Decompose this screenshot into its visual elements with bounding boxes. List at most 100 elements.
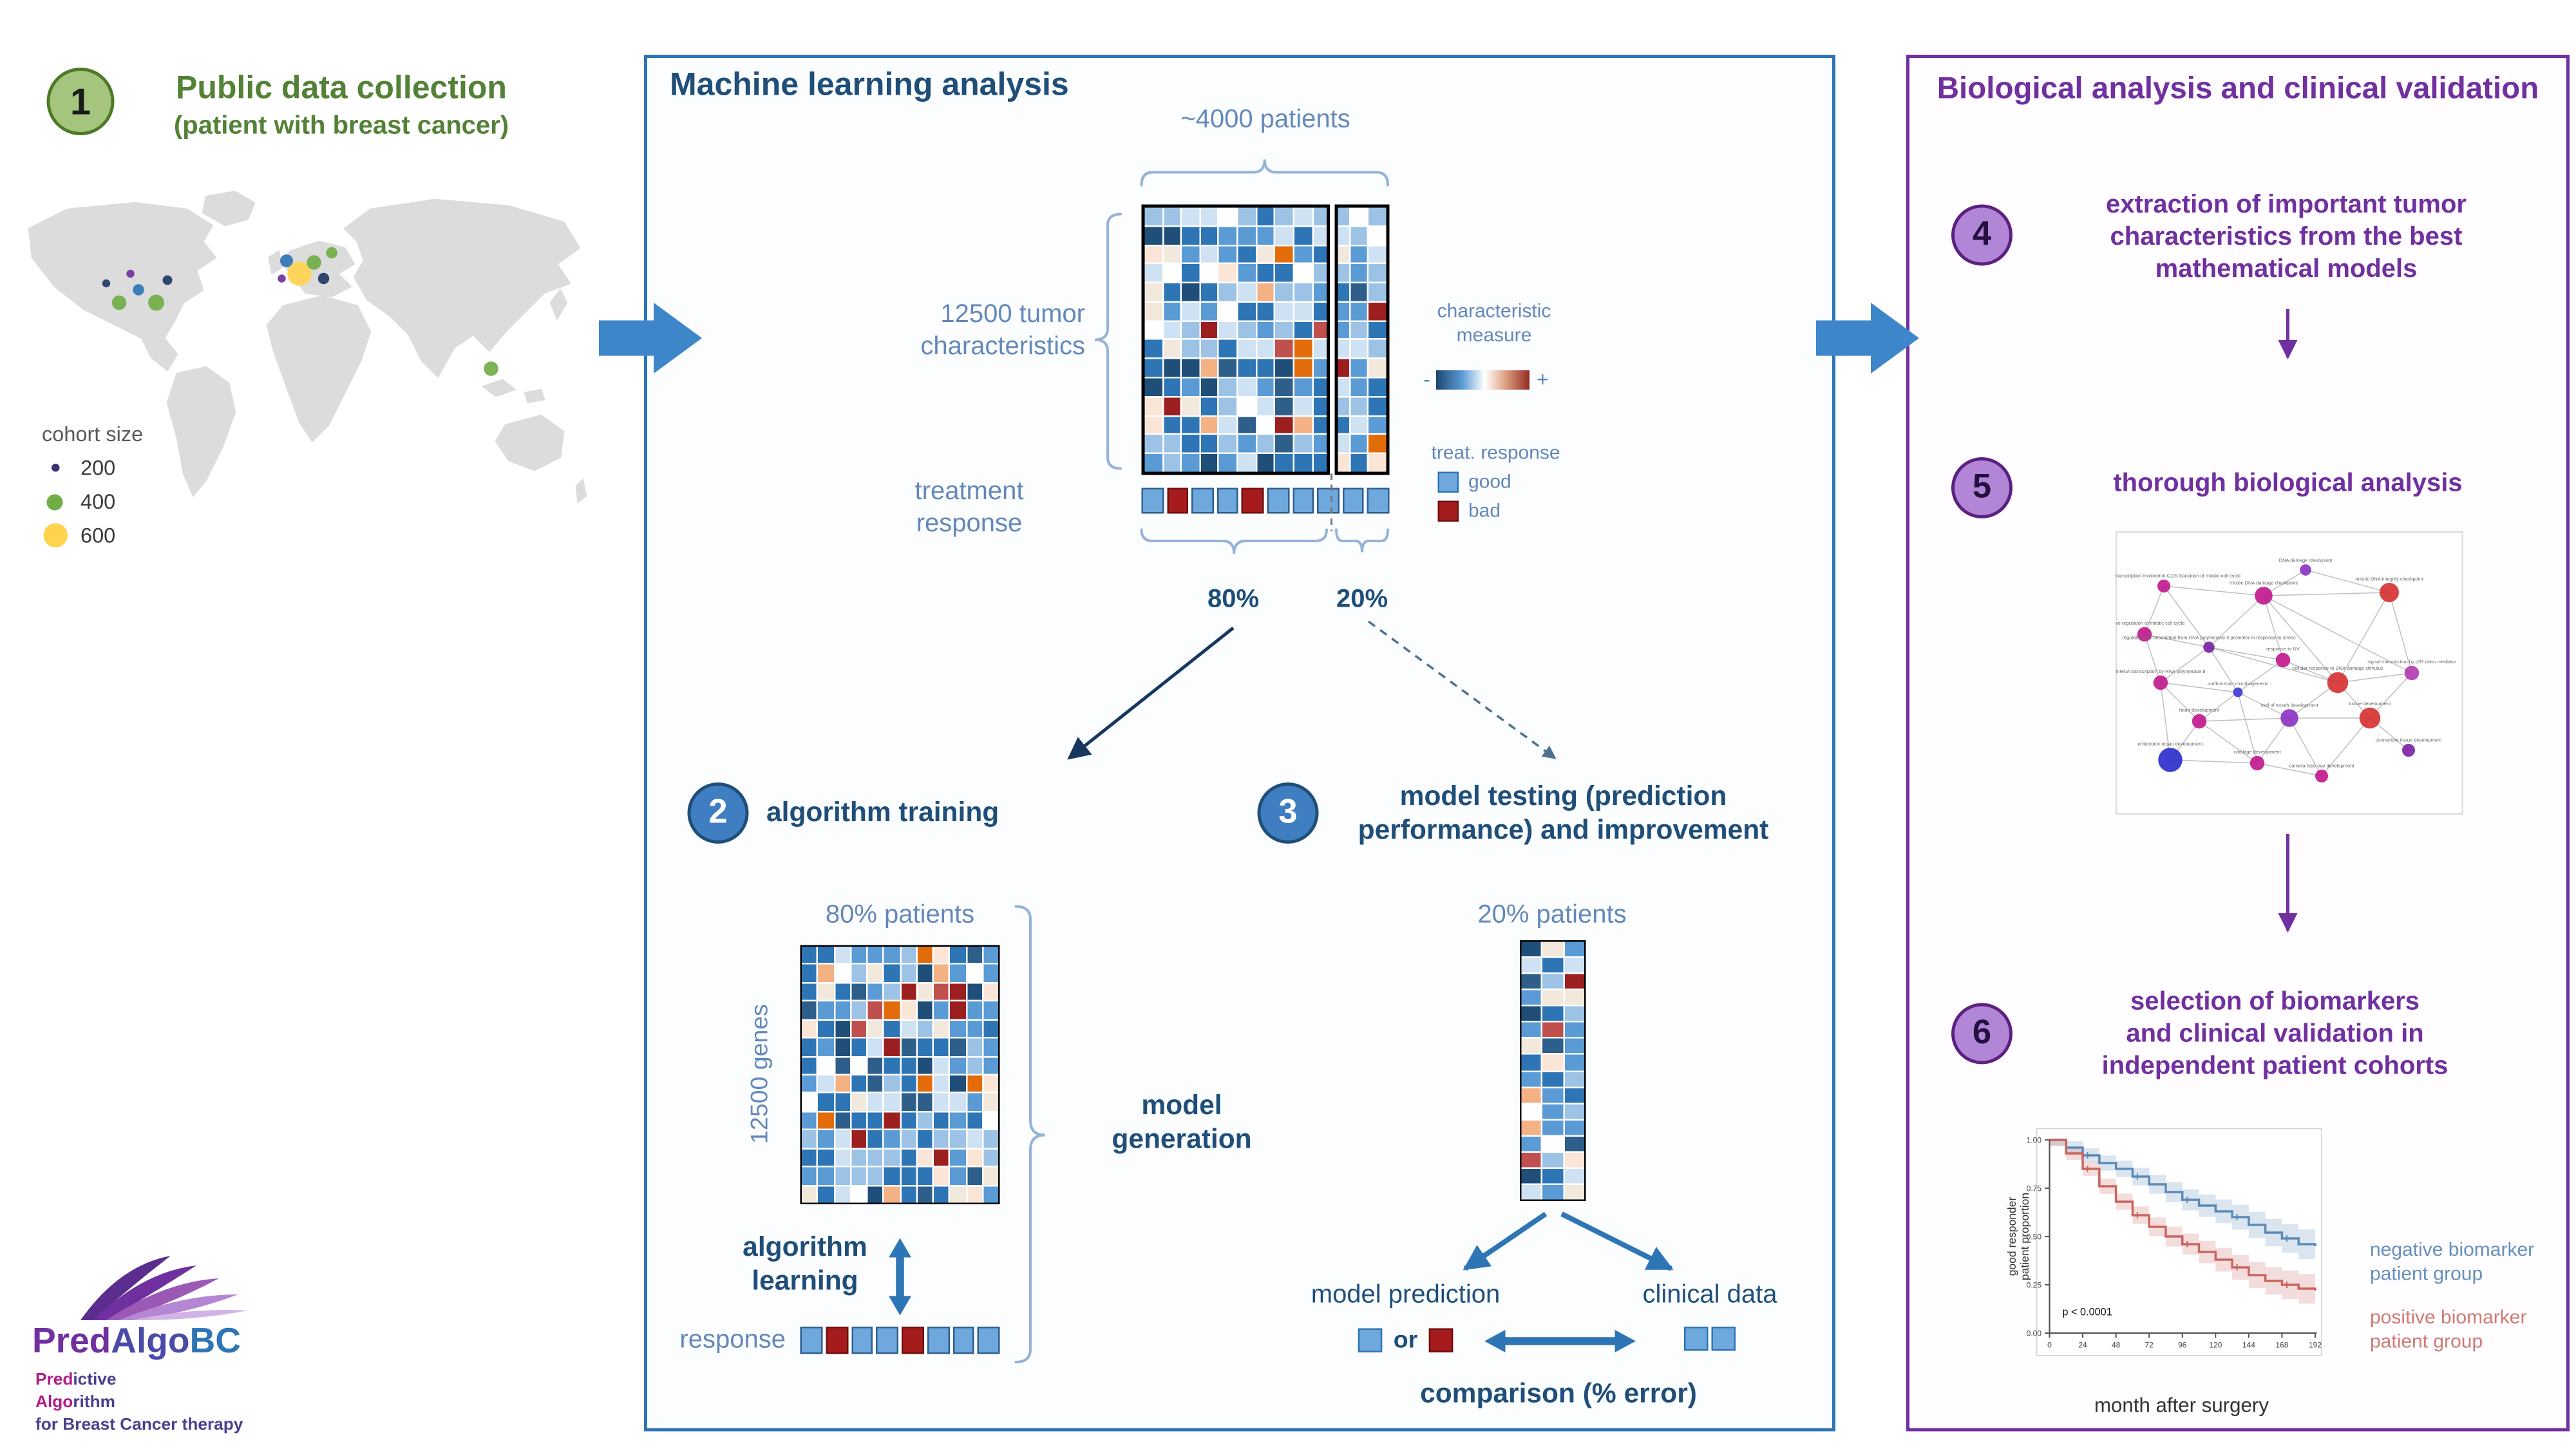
heatmap-cell (983, 983, 998, 1001)
response-cell-good (876, 1327, 898, 1354)
heatmap-cell (1542, 1039, 1563, 1054)
cohort-location-dot (317, 272, 330, 285)
heatmap-cell (1275, 283, 1293, 301)
heatmap-cell (1238, 207, 1256, 225)
svg-text:72: 72 (2145, 1341, 2154, 1350)
heatmap-cell (1182, 302, 1200, 320)
treat-legend-good: good (1437, 470, 1511, 493)
svg-text:0.75: 0.75 (2027, 1184, 2042, 1193)
heatmap-cell (1368, 245, 1387, 263)
algorithm-training-label: algorithm training (766, 797, 999, 828)
network-node-label: response to UV (2266, 646, 2300, 652)
heatmap-cell (1144, 359, 1162, 377)
go-term-network: regulation of transcription involved in … (2116, 531, 2463, 815)
step-6-text: selection of biomarkers and clinical val… (2101, 989, 2448, 1081)
heatmap-cell (900, 965, 916, 982)
heatmap-cell (1564, 974, 1584, 989)
heatmap-cell (1542, 1007, 1563, 1021)
heatmap-cell (900, 1075, 916, 1093)
network-node-label: mitotic DNA damage checkpoint (2230, 580, 2298, 586)
heatmap-cell (967, 983, 982, 1001)
heatmap-cell (1182, 245, 1200, 263)
heatmap-cell (1350, 245, 1368, 263)
heatmap-cell (1256, 302, 1274, 320)
heatmap-cell (884, 1094, 900, 1111)
heatmap-cell (1256, 226, 1274, 244)
prediction-good-square (1358, 1328, 1383, 1352)
heatmap-cell (1350, 302, 1368, 320)
heatmap-cell (1521, 1184, 1542, 1200)
heatmap-cell (917, 947, 933, 964)
heatmap-cell (967, 947, 982, 964)
heatmap-cell (950, 1038, 965, 1056)
heatmap-cell (1521, 1007, 1542, 1021)
heatmap-cell (802, 1167, 817, 1184)
heatmap-cell (1294, 397, 1312, 415)
genes-axis-label: 12500 genes (746, 1004, 774, 1144)
logo-feather-icon (80, 1256, 248, 1320)
treat-legend-bad: bad (1437, 499, 1501, 522)
heatmap-cell (851, 1038, 866, 1056)
heatmap-cell (1564, 1007, 1584, 1021)
network-node-label: camera-type eye development (2289, 762, 2355, 768)
heatmap-cell (818, 1167, 833, 1184)
heatmap-cell (1542, 1087, 1563, 1103)
network-node-label: mitotic DNA integrity checkpoint (2355, 576, 2423, 582)
cohort-location-dot (278, 274, 286, 283)
heatmap-cell (802, 1057, 817, 1074)
heatmap-cell (1182, 264, 1200, 282)
step-3-number: 3 (1278, 793, 1298, 831)
network-node (2300, 564, 2311, 576)
heatmap-cell (835, 1001, 850, 1019)
heatmap-cell (1542, 990, 1563, 1005)
heatmap-cell (983, 1130, 998, 1148)
heatmap-cell (917, 1001, 933, 1019)
heatmap-cell (884, 965, 900, 982)
network-node-label: DNA damage checkpoint (2279, 558, 2333, 564)
heatmap-cell (1182, 378, 1200, 396)
heatmap-cell (1368, 321, 1387, 339)
heatmap-cell (950, 983, 965, 1001)
heatmap-cell (1182, 207, 1200, 225)
heatmap-cell (818, 1020, 833, 1037)
clinical-data-squares (1684, 1327, 1736, 1351)
heatmap-cell (1521, 974, 1542, 989)
heatmap-cell (1256, 378, 1274, 396)
heatmap-cell (1144, 283, 1162, 301)
network-node (2233, 687, 2243, 697)
heatmap-cell (1163, 264, 1181, 282)
heatmap-cell (917, 1075, 933, 1093)
heatmap-cell (851, 965, 866, 982)
heatmap-cell (1294, 435, 1312, 453)
heatmap-cell (867, 1130, 883, 1148)
heatmap-cell (900, 1038, 916, 1056)
heatmap-cell (818, 1057, 833, 1074)
heatmap-cell (1368, 359, 1387, 377)
svg-text:p < 0.0001: p < 0.0001 (2063, 1307, 2112, 1318)
heatmap-cell (1294, 454, 1312, 472)
svg-text:192: 192 (2309, 1341, 2322, 1350)
heatmap-cell (1521, 990, 1542, 1005)
cohort-size-item: 400 (42, 489, 143, 514)
heatmap-cell (1238, 416, 1256, 434)
algorithm-learning-label: algorithm learning (743, 1231, 867, 1297)
heatmap-cell (1238, 226, 1256, 244)
heatmap-cell (867, 1112, 883, 1130)
heatmap-cell (802, 1075, 817, 1093)
model-testing-label: model testing (prediction performance) a… (1358, 781, 1769, 846)
heatmap-cell (867, 965, 883, 982)
network-node (2153, 675, 2168, 690)
step-4-text: extraction of important tumor characteri… (2105, 191, 2467, 284)
heatmap-cell (851, 1149, 866, 1166)
heatmap-cell (950, 1001, 965, 1019)
step-5-number: 5 (1972, 468, 1992, 506)
heatmap-cell (967, 1020, 982, 1037)
response-cell-good (1317, 488, 1340, 514)
measure-minus: - (1423, 367, 1430, 392)
logo-tagline-line: Predictive (35, 1370, 117, 1390)
cohort-location-dot (326, 247, 337, 259)
heatmap-cell (934, 1075, 949, 1093)
heatmap-cell (900, 1167, 916, 1184)
split-80-label: 80% (1207, 586, 1260, 614)
